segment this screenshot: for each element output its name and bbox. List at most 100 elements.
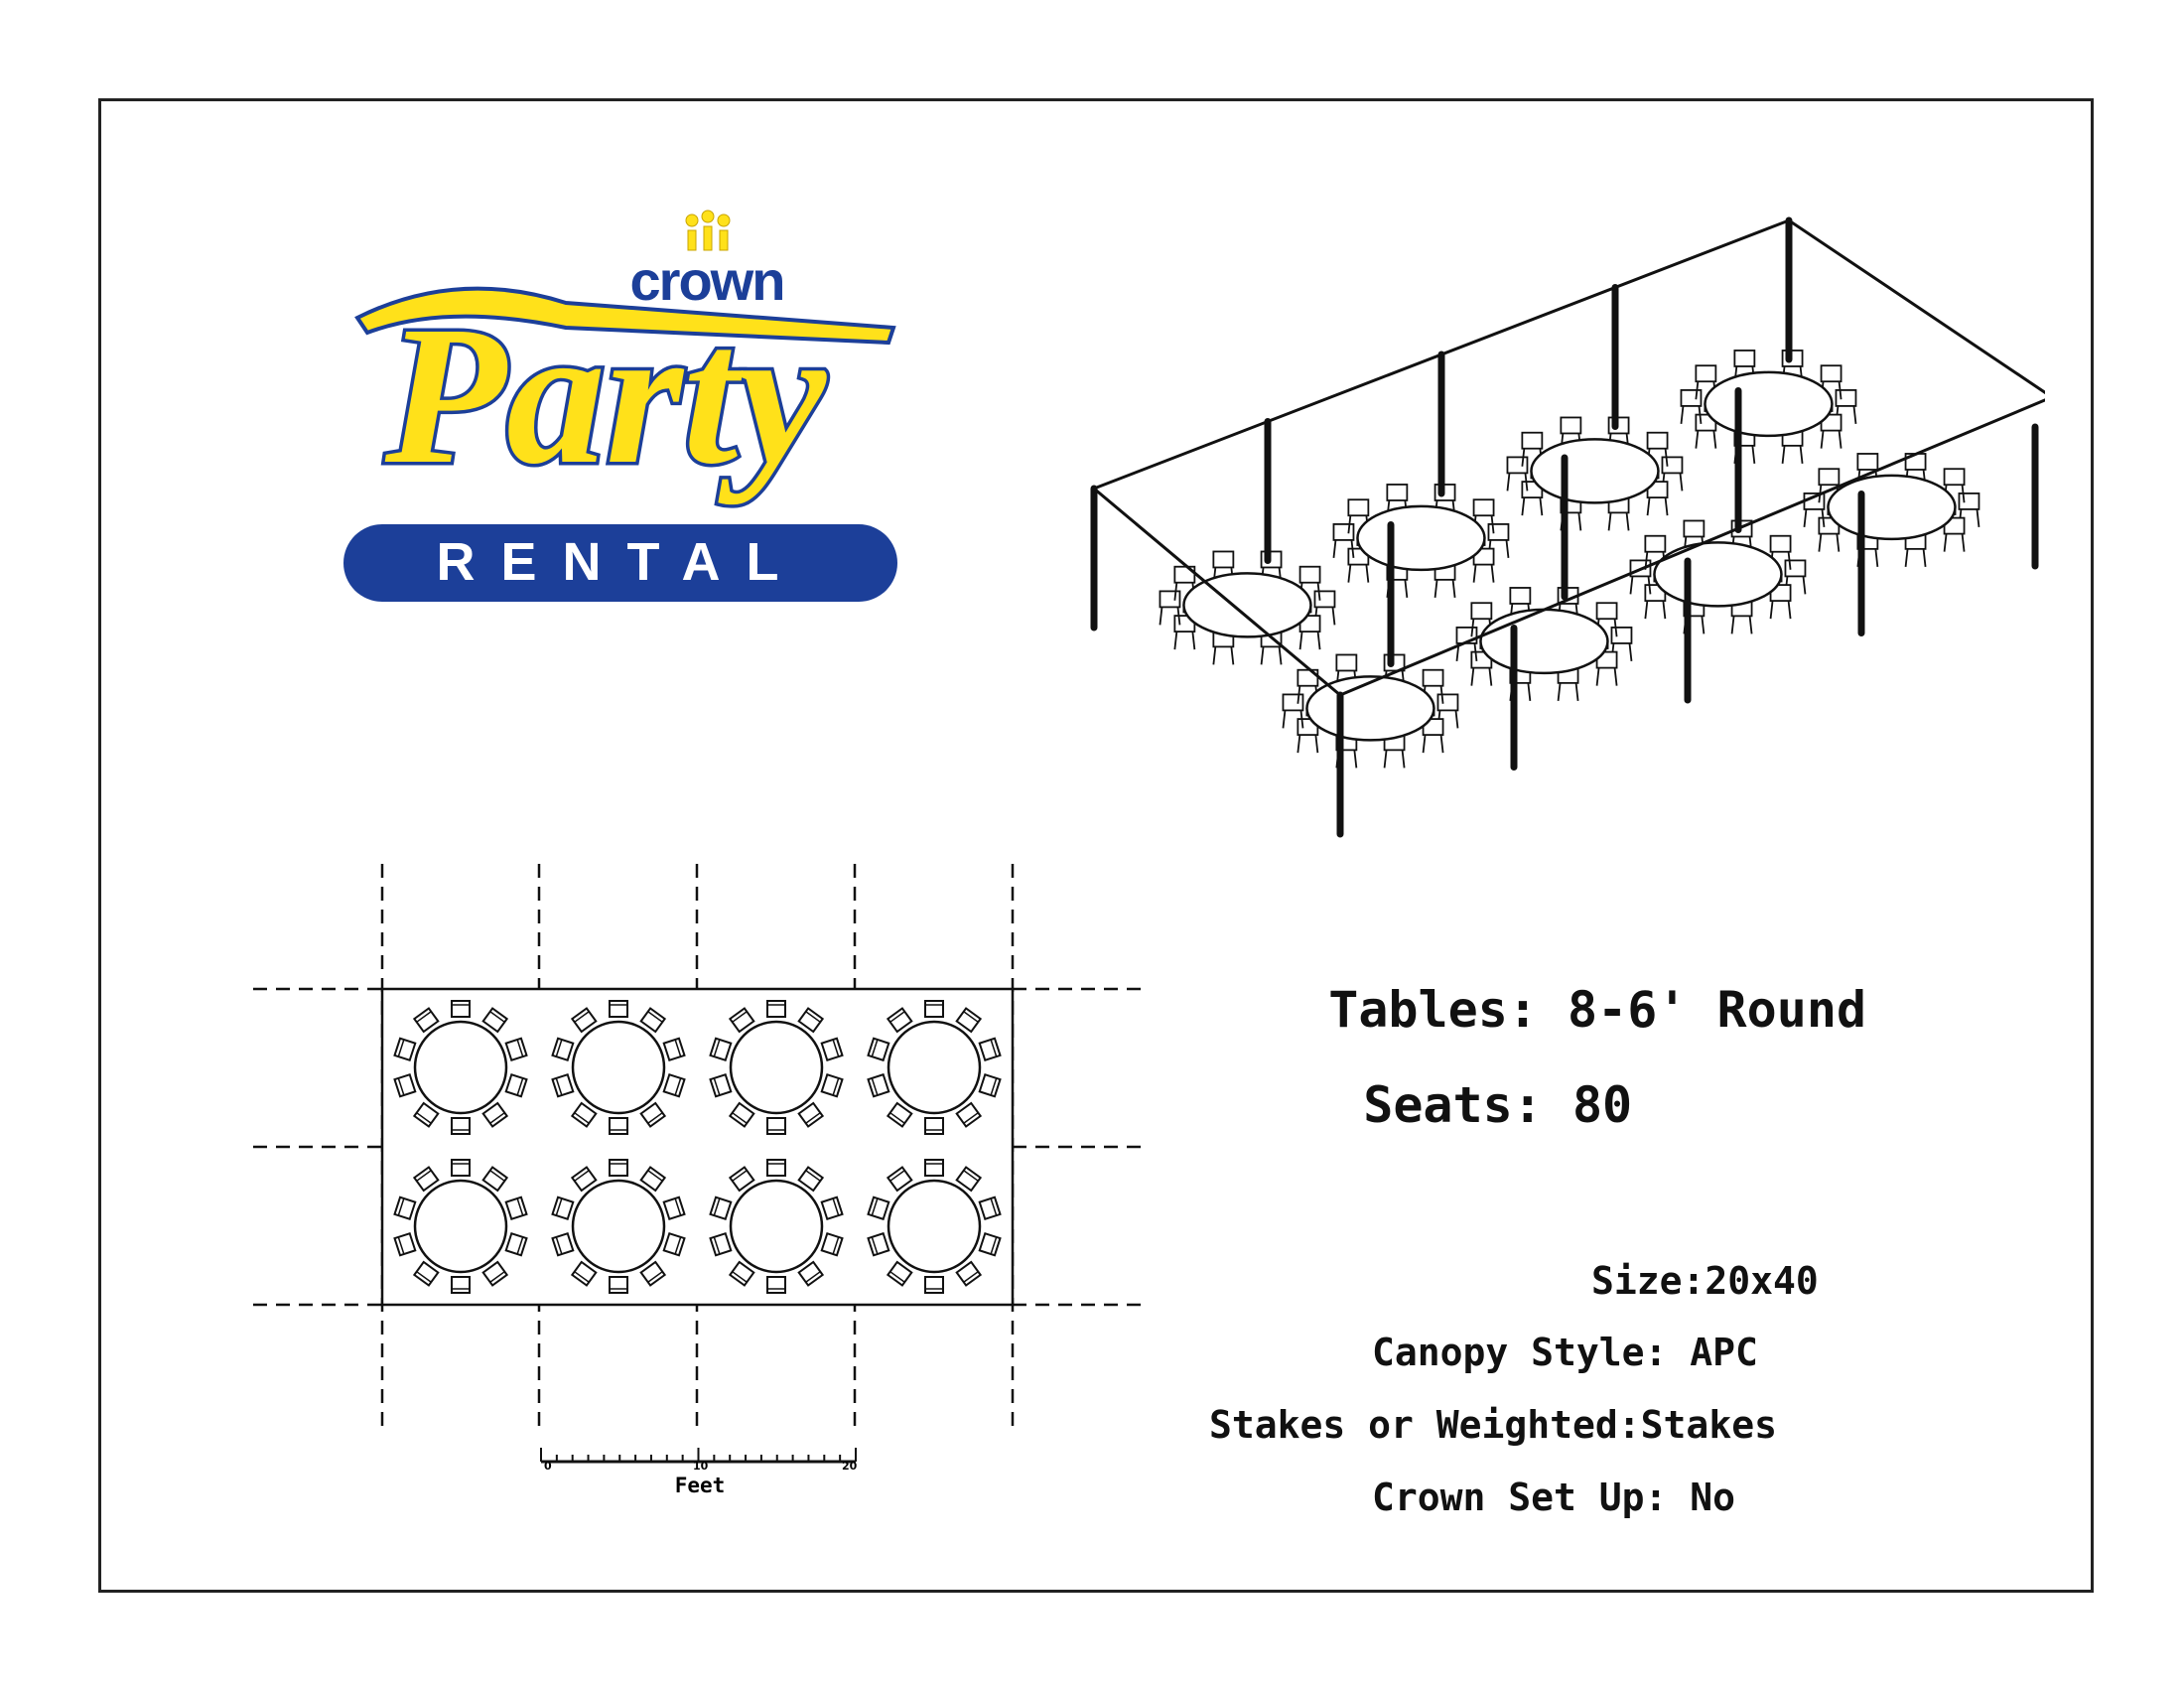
table-top (729, 1020, 824, 1115)
chair (570, 1007, 598, 1034)
iso-table-top (1704, 370, 1834, 438)
chair (451, 1159, 471, 1177)
round-table (551, 1000, 686, 1135)
chair (766, 1000, 786, 1018)
chair (662, 1196, 686, 1221)
logo-party-text: Party (384, 286, 828, 505)
iso-table-top (1827, 474, 1957, 541)
chair (867, 1037, 890, 1062)
chair (978, 1196, 1002, 1221)
chair (481, 1260, 509, 1287)
round-table (709, 1159, 844, 1294)
chair (481, 1101, 509, 1128)
scale-tick-20: 20 (842, 1460, 858, 1473)
chair (728, 1260, 755, 1287)
round-table (867, 1000, 1002, 1135)
chair (662, 1037, 686, 1062)
chair (797, 1166, 825, 1193)
chair (924, 1117, 944, 1135)
chair (978, 1037, 1002, 1062)
chair (867, 1231, 890, 1257)
iso-table-top (1305, 675, 1435, 742)
scale-bar: 0 10 20 Feet (540, 1448, 858, 1497)
chair (886, 1101, 913, 1128)
chair (728, 1007, 755, 1034)
table-top (571, 1020, 666, 1115)
chair (766, 1276, 786, 1294)
size-spec: Size:20x40 (1591, 1259, 1819, 1303)
logo-rental-text: RENTAL (437, 532, 805, 592)
iso-chair (1521, 431, 1544, 467)
chair (955, 1166, 983, 1193)
chair (662, 1231, 686, 1257)
chair (412, 1166, 440, 1193)
table-top (413, 1179, 508, 1274)
round-table (709, 1000, 844, 1135)
chair (504, 1231, 528, 1257)
round-table (393, 1000, 528, 1135)
iso-table (1803, 453, 1980, 567)
iso-table (1332, 484, 1510, 598)
scale-tick-10: 10 (693, 1460, 709, 1473)
chair (609, 1276, 628, 1294)
chair (766, 1117, 786, 1135)
iso-table (1159, 550, 1336, 665)
chair (609, 1117, 628, 1135)
seats-label: Seats: (1363, 1076, 1543, 1134)
page-border (98, 98, 2094, 1593)
iso-table-top (1479, 608, 1609, 675)
scale-unit-label: Feet (675, 1474, 726, 1497)
chair (797, 1007, 825, 1034)
chair (709, 1196, 733, 1221)
table-top (887, 1179, 982, 1274)
chair (978, 1072, 1002, 1098)
plan-tables (393, 1000, 1002, 1294)
iso-table-top (1530, 438, 1660, 504)
chair (639, 1007, 667, 1034)
chair (451, 1000, 471, 1018)
chair (955, 1007, 983, 1034)
chair (728, 1101, 755, 1128)
chair (766, 1159, 786, 1177)
chair (639, 1101, 667, 1128)
chair (886, 1166, 913, 1193)
iso-table (1455, 587, 1633, 701)
table-top (571, 1179, 666, 1274)
logo-crown-text: crown (630, 249, 784, 312)
isometric-tables (1159, 350, 1980, 769)
chair (570, 1101, 598, 1128)
chair (709, 1231, 733, 1257)
chair (570, 1260, 598, 1287)
chair (820, 1072, 844, 1098)
chair (481, 1007, 509, 1034)
chair (709, 1072, 733, 1098)
logo-rental-bar (343, 524, 897, 602)
chair (412, 1260, 440, 1287)
iso-table (1506, 416, 1684, 531)
scale-tick-0: 0 (544, 1460, 552, 1473)
round-table (393, 1159, 528, 1294)
crown-party-rental-logo: crown Party RENTAL (343, 210, 897, 602)
chair (709, 1037, 733, 1062)
chair (481, 1166, 509, 1193)
chair (797, 1101, 825, 1128)
chair (820, 1196, 844, 1221)
chair (504, 1037, 528, 1062)
tent-poles (1090, 216, 2039, 838)
chair (504, 1072, 528, 1098)
chair (924, 1276, 944, 1294)
tables-line: Tables: 8-6' Round (1269, 923, 1866, 1039)
floor-plan: 0 10 20 Feet (253, 864, 1142, 1497)
chair (412, 1007, 440, 1034)
tables-label: Tables: (1328, 981, 1538, 1039)
crown-setup-spec: Crown Set Up: No (1372, 1476, 1736, 1519)
chair (570, 1166, 598, 1193)
chair (886, 1007, 913, 1034)
seats-value: 80 (1571, 1076, 1633, 1134)
chair (955, 1101, 983, 1128)
logo-swoosh (354, 286, 896, 346)
chair (639, 1260, 667, 1287)
chair (978, 1231, 1002, 1257)
seats-line: Seats: 80 (1303, 1019, 1632, 1134)
chair (451, 1276, 471, 1294)
